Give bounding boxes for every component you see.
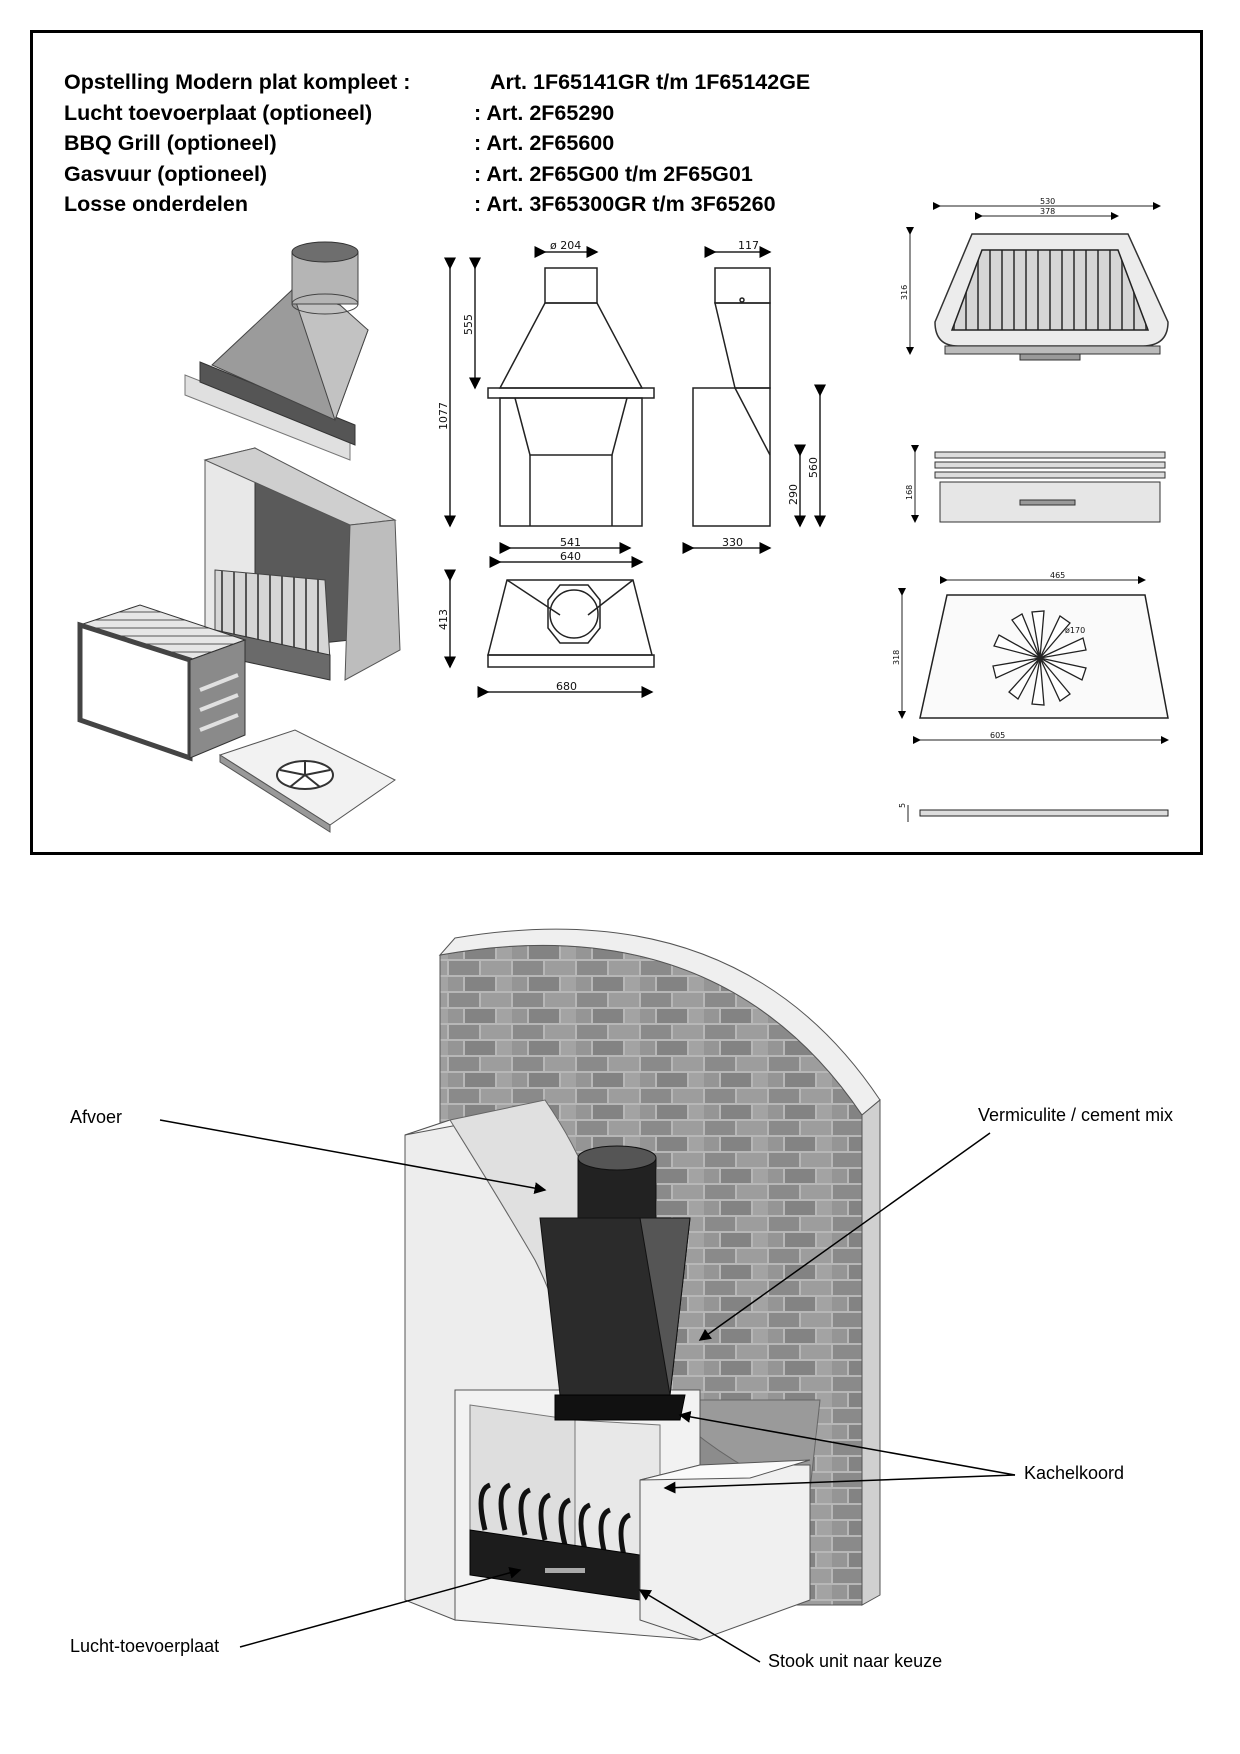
dim-side-depth: 330 [722, 536, 743, 549]
spec-sheet-frame [30, 30, 1203, 855]
dim-inner-width: 541 [560, 536, 581, 549]
callout-kachelkoord: Kachelkoord [1024, 1463, 1125, 1483]
grill-dimension-labels: 530 378 316 168 465 318 605 ø170 5 [892, 197, 1085, 808]
spec-name: Gasvuur (optioneel) [64, 161, 268, 186]
callout-stook-unit: Stook unit naar keuze [768, 1651, 943, 1671]
callout-vermiculite: Vermiculite / cement mix [978, 1105, 1174, 1125]
spec-article: Art. 1F65141GR t/m 1F65142GE [490, 70, 811, 94]
dim-grill-outer: 530 [1040, 197, 1055, 206]
bbq-grill-side-view [911, 445, 1166, 523]
spec-article: : Art. 2F65G00 t/m 2F65G01 [474, 161, 753, 186]
dim-flue-diameter: ø 204 [550, 239, 581, 252]
dimension-labels: ø 204 117 555 1077 560 290 541 640 330 4… [437, 239, 820, 693]
dim-side-top: 117 [738, 239, 759, 252]
spec-article: : Art. 3F65300GR t/m 3F65260 [474, 192, 776, 216]
side-elevation-drawing [682, 246, 826, 554]
dim-plate-rosette: ø170 [1065, 626, 1085, 635]
dim-grill-inner: 378 [1040, 207, 1055, 216]
iso-bbq-grill-illustration [77, 604, 247, 762]
bbq-grill-top-view [906, 202, 1169, 361]
dim-side-lower: 290 [787, 484, 800, 505]
dim-plate-top: 465 [1050, 571, 1065, 580]
iso-hood-illustration [184, 241, 369, 461]
dim-side-height: 560 [807, 457, 820, 478]
spec-name: Opstelling Modern plat kompleet : [64, 70, 411, 94]
plan-view-drawing [444, 569, 655, 698]
dim-plan-width: 680 [556, 680, 577, 693]
dim-front-width: 640 [560, 550, 581, 563]
dim-hood-height: 555 [462, 314, 475, 335]
callout-lucht-toevoerplaat: Lucht-toevoerplaat [70, 1636, 220, 1656]
dim-plate-bottom: 605 [990, 731, 1005, 740]
callout-afvoer: Afvoer [70, 1107, 123, 1127]
dim-plate-depth: 318 [892, 650, 901, 665]
iso-air-plate-illustration [218, 729, 396, 833]
spec-article: : Art. 2F65600 [474, 131, 615, 155]
spec-article: : Art. 2F65290 [474, 100, 615, 125]
front-elevation-drawing [444, 246, 655, 568]
installation-illustration [404, 928, 881, 1641]
spec-name: BBQ Grill (optioneel) [64, 131, 277, 155]
spec-name: Losse onderdelen [64, 192, 248, 216]
dim-grill-depth: 316 [900, 285, 909, 300]
air-plate-top-view [898, 576, 1169, 822]
spec-name: Lucht toevoerplaat (optioneel) [64, 100, 373, 125]
dim-plate-thickness: 5 [898, 803, 907, 808]
dim-grill-height: 168 [905, 485, 914, 500]
callout-leaders [159, 1119, 1016, 1663]
iso-firebox-illustration [203, 447, 401, 681]
dim-plan-depth: 413 [437, 609, 450, 630]
dim-total-height: 1077 [437, 402, 450, 430]
